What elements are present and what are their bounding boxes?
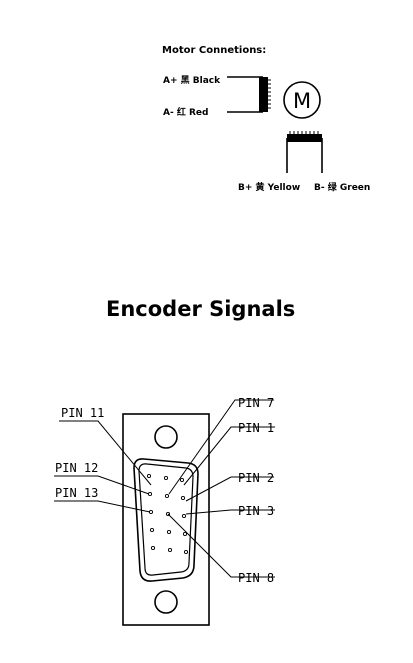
pin-12-label: PIN 12 — [55, 461, 98, 475]
motor-symbol-letter: M — [293, 89, 311, 113]
pin-2-label: PIN 2 — [238, 471, 274, 485]
pin-11-label: PIN 11 — [61, 406, 104, 420]
wire-label-a-plus: A+ 黑 Black — [163, 75, 221, 86]
wire-label-b-plus: B+ 黄 Yellow — [238, 181, 300, 193]
motor-connections-title: Motor Connetions: — [162, 45, 266, 56]
left-leader-lines — [54, 420, 152, 513]
motor-symbol-icon — [283, 81, 321, 119]
leader-pin-11 — [59, 420, 152, 486]
encoder-signals-title: Encoder Signals — [106, 297, 295, 321]
pin-8-label: PIN 8 — [238, 571, 274, 585]
mounting-hole-bottom-icon — [154, 590, 178, 614]
db15-connector — [122, 413, 210, 626]
d-shell-inner — [138, 463, 194, 576]
pin-1-label: PIN 1 — [238, 421, 274, 435]
leader-pin-12 — [54, 475, 150, 495]
leader-pin-1 — [183, 426, 275, 486]
pin-13-label: PIN 13 — [55, 486, 98, 500]
wire-label-a-minus: A- 红 Red — [163, 106, 208, 118]
leader-pin-13 — [54, 500, 151, 513]
pin-7-label: PIN 7 — [238, 396, 274, 410]
coil-b — [287, 131, 322, 142]
leader-pin-2 — [185, 476, 274, 502]
connector-flange — [122, 413, 210, 626]
d-shell-outer — [133, 458, 199, 582]
leader-pin-8 — [167, 513, 275, 578]
pin-3-label: PIN 3 — [238, 504, 274, 518]
leader-pin-7 — [168, 399, 274, 495]
pin-row-3 — [179, 477, 189, 555]
motor-connections: Motor Connetions: A+ 黑 Black A- 红 Red M — [162, 45, 370, 193]
wire-label-b-minus: B- 绿 Green — [314, 181, 370, 193]
leader-pin-3 — [185, 509, 275, 515]
coil-a — [259, 77, 271, 112]
mounting-hole-top-icon — [154, 425, 178, 449]
right-leader-lines — [167, 399, 275, 578]
